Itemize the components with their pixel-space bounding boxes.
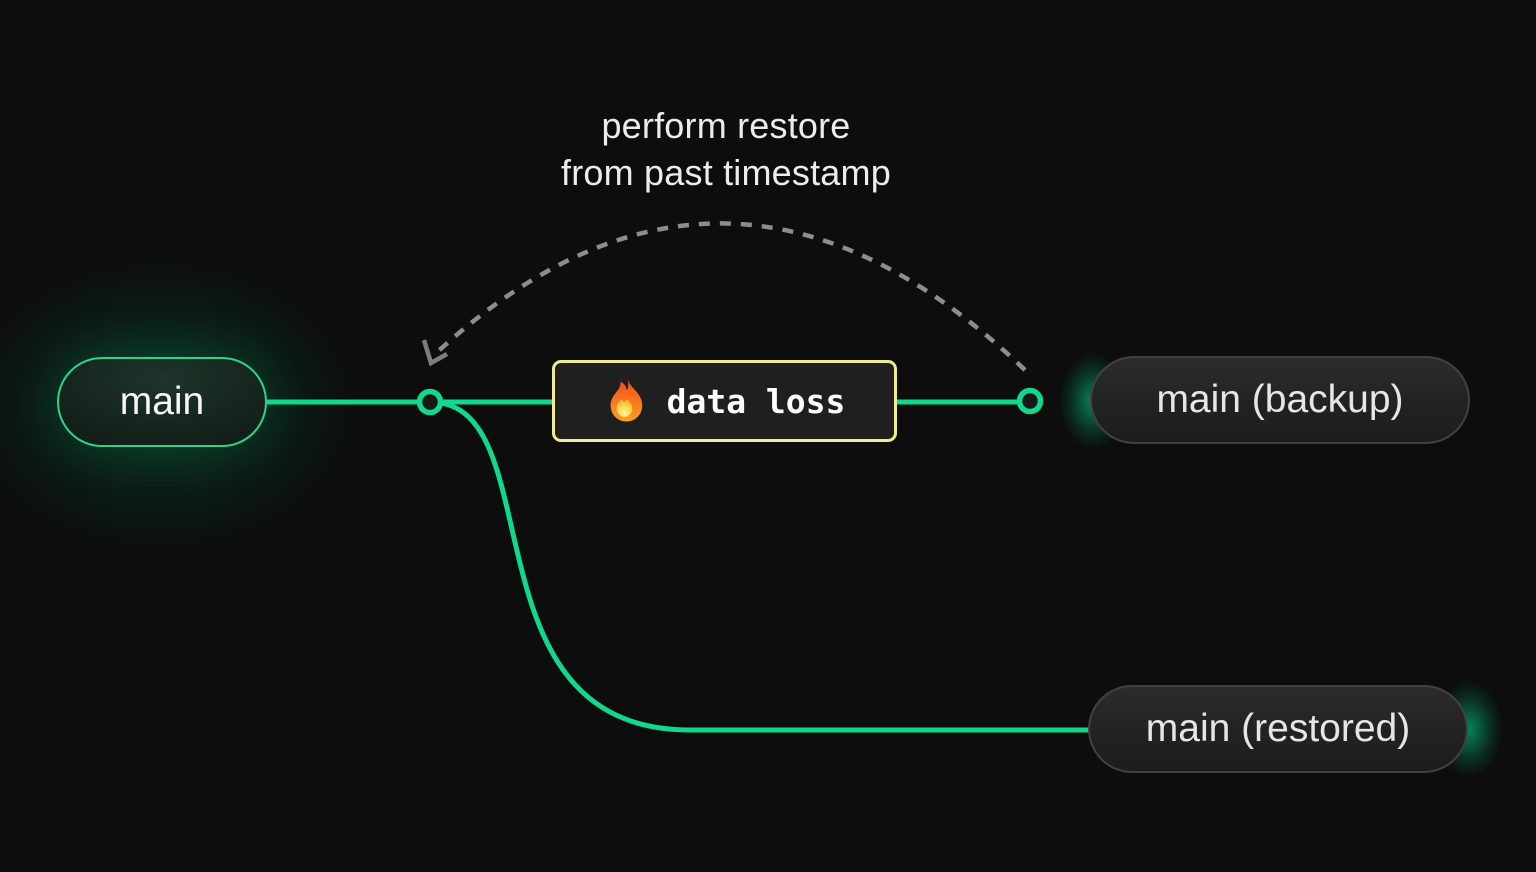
branch-label-main-backup: main (backup) [1156,378,1404,421]
branch-node-main-backup: main (backup) [1090,356,1470,444]
branch-node-main-restored: main (restored) [1088,685,1468,773]
data-loss-event-box: data loss [552,360,897,442]
edge-branch-to-restored [429,399,1090,733]
data-loss-label: data loss [666,381,846,421]
restore-arc-dashed [431,221,1027,372]
branch-label-main: main [119,380,205,423]
restore-annotation-text: perform restore from past timestamp [426,102,1026,196]
branch-label-main-restored: main (restored) [1145,707,1411,750]
annotation-line-2: from past timestamp [561,152,891,193]
branch-node-main: main [57,357,267,447]
fire-icon [610,375,642,422]
commit-node-branch-point [416,388,444,416]
annotation-line-1: perform restore [601,105,851,146]
arrow-head-icon [421,339,449,367]
commit-node-backup-point [1016,387,1044,415]
